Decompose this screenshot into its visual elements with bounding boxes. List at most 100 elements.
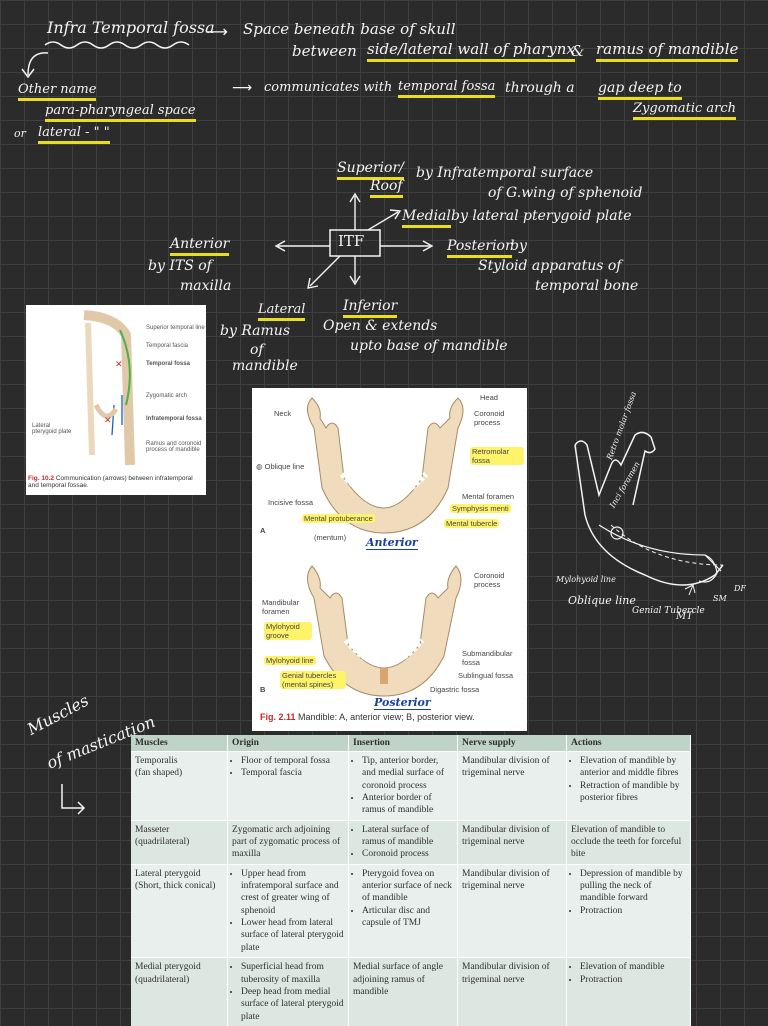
view-letter-b: B	[260, 685, 266, 694]
digastric-label: Digastric fossa	[430, 685, 480, 694]
origin-cell-list: Upper head from infratemporal surface an…	[232, 868, 344, 954]
fig2-caption: Fig. 2.11 Mandible: A, anterior view; B,…	[260, 712, 475, 722]
muscle-cell: Masseter(quadrilateral)	[131, 819, 228, 865]
corner-arrow-icon	[61, 784, 86, 815]
other-name: Other name	[18, 82, 97, 101]
comm-zygo: Zygomatic arch	[633, 101, 737, 120]
notes-title: Infra Temporal fossa	[47, 18, 215, 37]
cell-line: Zygomatic arch adjoining part of zygomat…	[232, 824, 341, 860]
lateral-desc3: mandible	[232, 358, 298, 374]
def-line1: Space beneath base of skull	[243, 20, 456, 38]
fig1-label: Infratemporal fossa	[146, 416, 202, 422]
lateral-label: Lateral	[258, 302, 306, 321]
fig1-label: Ramus and coronoid process of mandible	[146, 441, 202, 453]
cell-line: Mandibular division of trigeminal nerve	[462, 962, 550, 985]
lateral-ditto: lateral - " "	[38, 125, 110, 144]
cell-line: Masseter	[135, 824, 170, 835]
header-insertion: Insertion	[348, 735, 458, 752]
posterior-desc2: temporal bone	[535, 278, 639, 294]
sketch-label: MT	[676, 611, 693, 622]
cell-line: (Short, thick conical)	[135, 881, 216, 892]
head-label: Head	[480, 393, 498, 402]
actions-cell-list: Elevation of mandibleProtraction	[571, 961, 686, 986]
list-item: Retraction of mandible by posterior fibr…	[580, 780, 686, 805]
table-row: Masseter(quadrilateral)Zygomatic arch ad…	[131, 819, 691, 865]
anterior-desc1: by ITS of	[148, 258, 212, 274]
sketch-label: Oblique line	[568, 594, 636, 607]
def-side: side/lateral wall of pharynx	[367, 40, 575, 62]
list-item: Protraction	[580, 905, 686, 917]
cell-line: Temporalis	[135, 756, 178, 766]
svg-text:✕: ✕	[104, 415, 112, 425]
cell-line: Elevation of mandible to occlude the tee…	[571, 824, 682, 860]
mental-tubercle-label: Mental tubercle	[444, 519, 500, 528]
origin-cell: Superficial head from tuberosity of maxi…	[227, 957, 349, 1026]
actions-cell-list: Depression of mandible by pulling the ne…	[571, 868, 686, 917]
superior-label: Superior/	[337, 160, 404, 180]
cell-line: (fan shaped)	[135, 768, 183, 779]
comm-gap: gap deep to	[598, 80, 682, 100]
inferior-label: Inferior	[343, 298, 398, 318]
mental-prot-label: Mental protuberance	[302, 514, 375, 523]
cell-line: Medial pterygoid	[135, 962, 201, 973]
lateral-desc1: by Ramus	[220, 323, 291, 339]
itf-arrows	[274, 192, 434, 289]
actions-cell: Elevation of mandible to occlude the tee…	[566, 819, 691, 865]
cell-line: Medial surface of angle adjoining ramus …	[353, 962, 443, 997]
nerve-cell: Mandibular division of trigeminal nerve	[457, 863, 567, 958]
marker-icon: ◍	[256, 462, 263, 471]
incisive-label: Incisive fossa	[268, 498, 314, 507]
view-letter-a: A	[260, 526, 266, 535]
list-item: Anterior border of ramus of mandible	[362, 792, 453, 817]
medial-desc: by lateral pterygoid plate	[451, 208, 632, 224]
list-item: Elevation of mandible by anterior and mi…	[580, 755, 686, 780]
comm-prefix: communicates with	[264, 80, 393, 95]
fig1-caption-text: Communication (arrows) between infratemp…	[28, 475, 193, 489]
posterior-handwritten: Posterior	[374, 696, 431, 710]
fig1-label: Temporal fascia	[146, 343, 189, 349]
retromolar-label: Retromolar fossa	[470, 447, 524, 465]
medial-label: Medial	[402, 208, 451, 228]
fig1-label: Lateral pterygoid plate	[32, 423, 72, 435]
inferior-desc1: Open & extends	[323, 318, 438, 334]
muscles-heading-1: Muscles	[24, 690, 92, 739]
insertion-cell: Tip, anterior border, and medial surface…	[348, 751, 458, 821]
header-origin: Origin	[227, 735, 349, 752]
insertion-cell: Lateral surface of ramus of mandibleCoro…	[348, 819, 458, 865]
cell-line: Mandibular division of trigeminal nerve	[462, 756, 550, 779]
mylohyoid-groove-label: Mylohyoid groove	[264, 622, 312, 640]
fig2-caption-num: Fig. 2.11	[260, 712, 296, 722]
cell-line: Mandibular division of trigeminal nerve	[462, 824, 550, 848]
actions-cell: Elevation of mandibleProtraction	[566, 957, 691, 1026]
fig1-caption: Fig. 10.2 Communication (arrows) between…	[28, 475, 204, 489]
arrow-right-icon: ⟶	[205, 22, 228, 41]
symphysis-label: Symphysis menti	[450, 504, 511, 513]
itf-label: ITF	[338, 232, 365, 250]
arrow-right-icon: ⟶	[232, 80, 253, 96]
posterior-label: Posterior	[447, 238, 512, 258]
list-item: Floor of temporal fossa	[241, 755, 344, 767]
para-pharyngeal: para-pharyngeal space	[45, 103, 196, 122]
origin-cell: Upper head from infratemporal surface an…	[227, 863, 349, 958]
nerve-cell: Mandibular division of trigeminal nerve	[457, 751, 567, 821]
sublingual-label: Sublingual fossa	[458, 671, 514, 680]
table-row: Lateral pterygoid(Short, thick conical)U…	[131, 863, 691, 958]
fig2-caption-text: Mandible: A, anterior view; B, posterior…	[298, 712, 475, 722]
table-row: Temporalis (fan shaped) Floor of temporal …	[131, 751, 691, 821]
insertion-cell-list: Pterygoid fovea on anterior surface of n…	[353, 868, 453, 930]
origin-cell: Zygomatic arch adjoining part of zygomat…	[227, 819, 349, 865]
fig1-label: Zygomatic arch	[146, 393, 188, 399]
roof-label: Roof	[370, 178, 403, 198]
lateral-desc2: of	[250, 342, 264, 358]
list-item: Depression of mandible by pulling the ne…	[580, 868, 686, 905]
mand-foramen-label: Mandibular foramen	[262, 598, 300, 616]
muscle-cell: Lateral pterygoid(Short, thick conical)	[131, 863, 228, 958]
muscles-table: Muscles Origin Insertion Nerve supply Ac…	[131, 735, 691, 1026]
def-between: between	[292, 42, 357, 60]
actions-cell: Elevation of mandible by anterior and mi…	[566, 751, 691, 821]
neck-label: Neck	[274, 409, 292, 418]
origin-cell-list: Superficial head from tuberosity of maxi…	[232, 961, 344, 1023]
list-item: Superficial head from tuberosity of maxi…	[241, 961, 344, 986]
sketch-label: Mylohyoid line	[556, 575, 616, 584]
fig1-label: Superior temporal line	[146, 325, 205, 331]
